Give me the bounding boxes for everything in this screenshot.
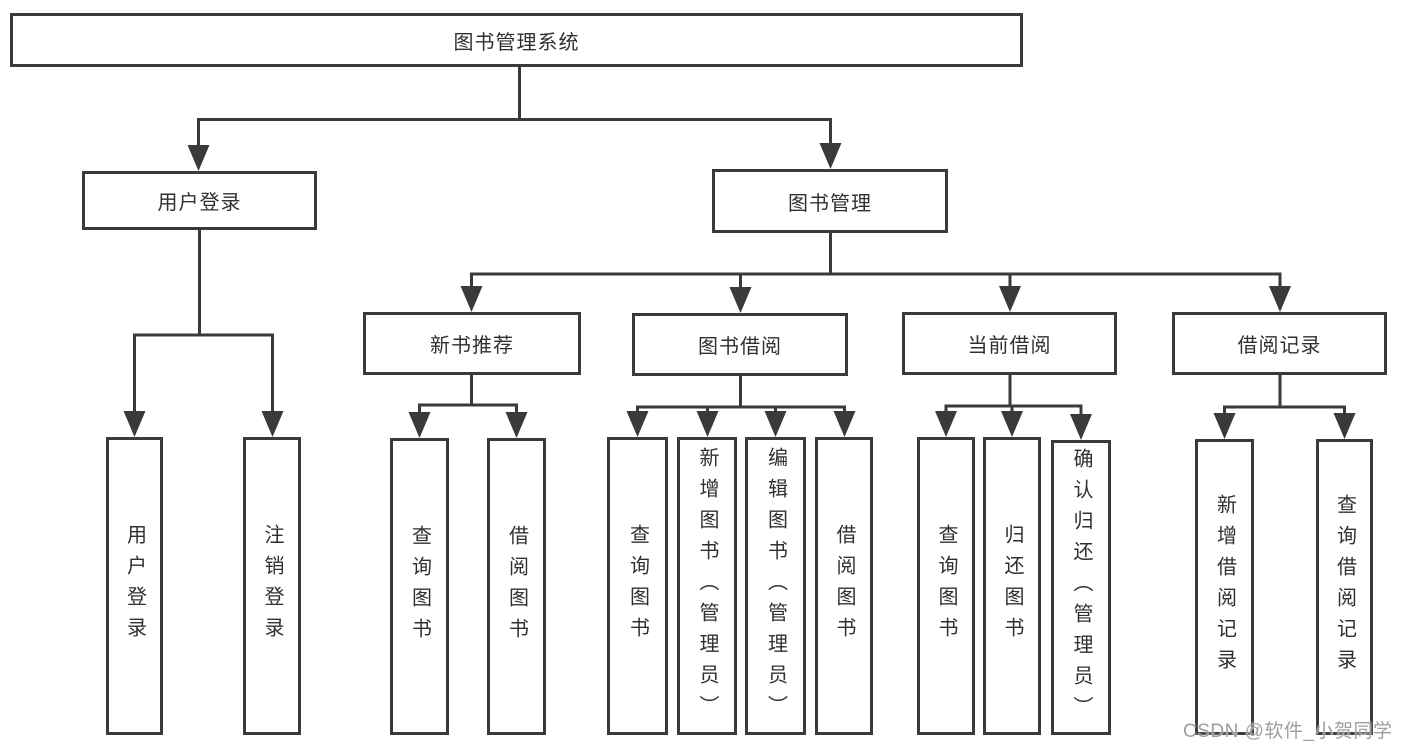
node-book-management-label: 图书管理 [788,192,872,215]
leaf-current-return-books-label: 归还图书 [1001,524,1023,648]
leaf-borrow-borrow-books-label: 借阅图书 [833,524,855,648]
leaf-current-query-books: 查询图书 [917,437,975,735]
arrowhead [696,411,719,437]
arrowhead [999,286,1021,312]
leaf-recommend-query-books: 查询图书 [390,438,449,735]
leaf-borrow-add-books-admin-label: 新增图书（管理员） [696,446,718,726]
leaf-borrow-query-books: 查询图书 [607,437,668,735]
node-new-book-recommend-label: 新书推荐 [430,335,514,357]
node-borrow-records: 借阅记录 [1172,312,1387,375]
leaf-logout-label: 注销登录 [261,524,283,648]
leaf-current-confirm-return-admin-label: 确认归还（管理员） [1070,448,1092,727]
leaf-borrow-query-books-label: 查询图书 [626,524,649,648]
leaf-borrow-borrow-books: 借阅图书 [815,437,873,735]
node-book-management: 图书管理 [712,169,948,233]
node-root-label: 图书管理系统 [453,31,580,54]
arrowhead [626,411,649,437]
arrowhead [764,411,787,437]
arrowhead [123,411,146,437]
arrowhead [1070,414,1092,440]
arrowhead [1001,411,1023,437]
leaf-borrow-add-books-admin: 新增图书（管理员） [677,437,737,735]
arrowhead [819,143,842,169]
leaf-records-add-record: 新增借阅记录 [1195,439,1254,735]
arrowhead [935,411,957,437]
leaf-current-confirm-return-admin: 确认归还（管理员） [1051,440,1111,735]
leaf-records-add-record-label: 新增借阅记录 [1213,494,1236,680]
arrowhead [408,412,431,438]
leaf-user-login: 用户登录 [106,437,163,735]
node-borrow-records-label: 借阅记录 [1237,335,1322,357]
arrowhead [1269,286,1291,312]
arrowhead [1213,413,1236,439]
leaf-recommend-query-books-label: 查询图书 [408,524,431,649]
arrowhead [833,411,856,437]
leaf-logout: 注销登录 [243,437,301,735]
leaf-borrow-edit-books-admin: 编辑图书（管理员） [745,437,806,735]
node-new-book-recommend: 新书推荐 [363,312,581,375]
leaf-recommend-borrow-books-label: 借阅图书 [505,524,528,649]
leaf-current-query-books-label: 查询图书 [935,524,957,648]
node-current-borrow: 当前借阅 [902,312,1117,375]
node-current-borrow-label: 当前借阅 [967,335,1052,357]
node-user-login: 用户登录 [82,171,317,230]
leaf-records-query-record: 查询借阅记录 [1316,439,1373,735]
csdn-watermark: CSDN @软件_小贺同学 [1183,721,1393,742]
leaf-borrow-edit-books-admin-label: 编辑图书（管理员） [764,446,787,726]
node-book-borrow: 图书借阅 [632,313,848,376]
node-book-borrow-label: 图书借阅 [698,336,782,358]
arrowhead [261,411,284,437]
node-user-login-label: 用户登录 [157,192,242,214]
arrowhead [729,287,752,313]
node-root: 图书管理系统 [10,13,1023,67]
leaf-current-return-books: 归还图书 [983,437,1041,735]
leaf-user-login-label: 用户登录 [123,524,146,648]
arrowhead [1333,413,1356,439]
arrowhead [460,286,483,312]
leaf-recommend-borrow-books: 借阅图书 [487,438,546,735]
arrowhead [505,412,528,438]
leaf-records-query-record-label: 查询借阅记录 [1333,494,1356,680]
arrowhead [187,145,210,171]
